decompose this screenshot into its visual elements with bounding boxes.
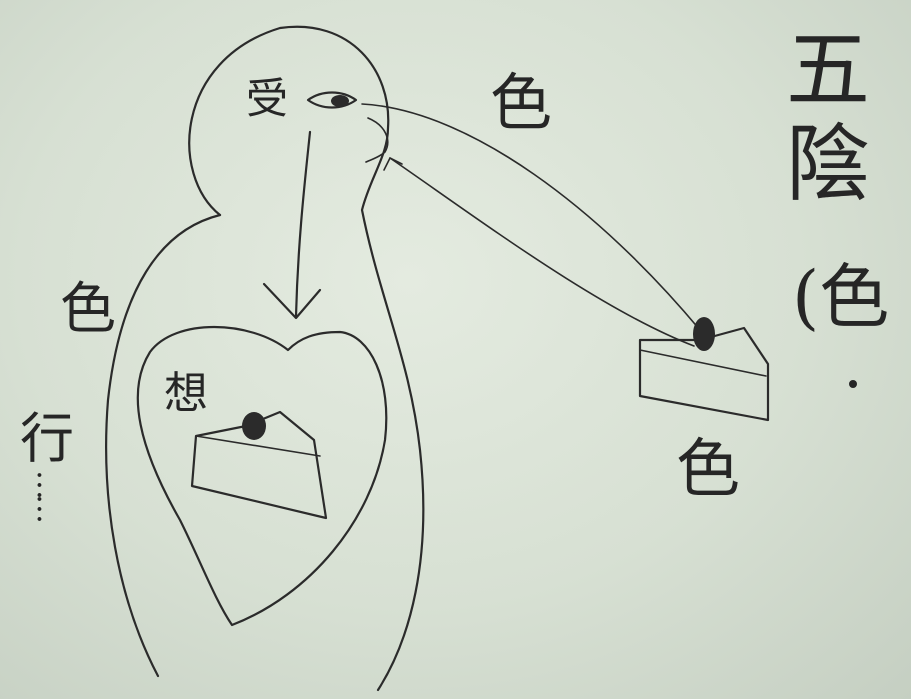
body-left-side bbox=[106, 215, 220, 676]
label-ellipsis: …… bbox=[32, 470, 62, 518]
title-line-2: 陰 bbox=[786, 122, 870, 206]
label-xiang: 想 bbox=[164, 372, 208, 416]
label-xing: 行 bbox=[20, 412, 74, 466]
arrow-shaft bbox=[296, 132, 310, 316]
label-se-top: 色 bbox=[490, 72, 552, 134]
arrow-head bbox=[264, 284, 320, 318]
object-block-top bbox=[640, 350, 766, 376]
body-outline bbox=[189, 27, 423, 690]
eye-pupil bbox=[331, 95, 349, 107]
title-dot bbox=[849, 380, 857, 388]
label-se-object: 色 bbox=[676, 438, 740, 502]
nose-outline bbox=[366, 118, 388, 162]
label-se-left: 色 bbox=[60, 282, 116, 338]
object-dot bbox=[693, 317, 715, 351]
title-line-3: (色 bbox=[792, 262, 889, 332]
sight-line-lower bbox=[390, 158, 694, 346]
inner-dot bbox=[242, 412, 266, 440]
title-line-1: 五 bbox=[786, 28, 870, 112]
label-shou: 受 bbox=[246, 78, 288, 120]
